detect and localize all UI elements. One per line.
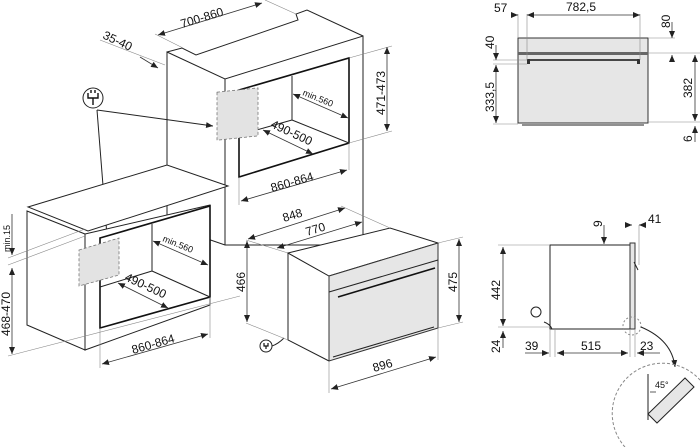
dim-upper-niche-height: 471-473: [374, 71, 388, 115]
dim-side-depth: 515: [581, 339, 601, 353]
dim-front-left-offset: 57: [494, 1, 508, 15]
dim-lower-gap: min.15: [2, 225, 12, 252]
dim-side-top-gap: 9: [591, 220, 605, 227]
dim-appliance-front-height: 475: [446, 272, 460, 292]
dim-front-panel: 40: [483, 35, 497, 49]
dim-lower-niche-width: 860-864: [130, 331, 177, 357]
dim-front-handle-width: 782,5: [566, 0, 596, 14]
dim-front-bottom: 6: [681, 135, 695, 142]
dim-appliance-front-width: 896: [371, 356, 394, 375]
detail-zoom: 45°: [611, 362, 700, 447]
dim-side-rear: 39: [525, 339, 539, 353]
dim-front-body-height: 382: [681, 78, 695, 98]
power-plug-icon: [530, 306, 542, 318]
dim-side-foot: 24: [489, 339, 503, 353]
dim-appliance-depth-body: 770: [304, 220, 328, 239]
socket-zone-lower: [78, 237, 120, 287]
dim-side-front: 23: [640, 339, 654, 353]
socket-zone-upper: [216, 87, 259, 141]
dim-lower-niche-height: 468-470: [0, 292, 13, 336]
dim-appliance-depth-total: 848: [281, 206, 305, 225]
dim-front-top-strip: 80: [659, 14, 673, 28]
dim-side-height: 442: [489, 280, 503, 300]
oven-side-view: 442 24 9 41 39 515 23 45°: [489, 212, 700, 447]
dim-upper-depth: 700-860: [179, 5, 226, 31]
lower-cabinet: min.15 468-470 min.560 490-500 860-864: [0, 164, 241, 368]
oven-front-view: 57 782,5 80 40 333,5 382 6: [483, 0, 700, 142]
dim-front-door-height: 333,5: [483, 82, 497, 112]
upper-cabinet: 700-860 35-40 471-473 min.560 490-500 86…: [99, 0, 393, 246]
oven-perspective: 848 770 466 475 896: [234, 206, 464, 393]
power-plug-icon: [82, 87, 104, 109]
dim-detail-angle: 45°: [655, 380, 669, 390]
dim-appliance-body-height: 466: [234, 272, 248, 292]
dim-side-door-thickness: 41: [648, 212, 662, 226]
dim-upper-offset: 35-40: [101, 28, 135, 54]
